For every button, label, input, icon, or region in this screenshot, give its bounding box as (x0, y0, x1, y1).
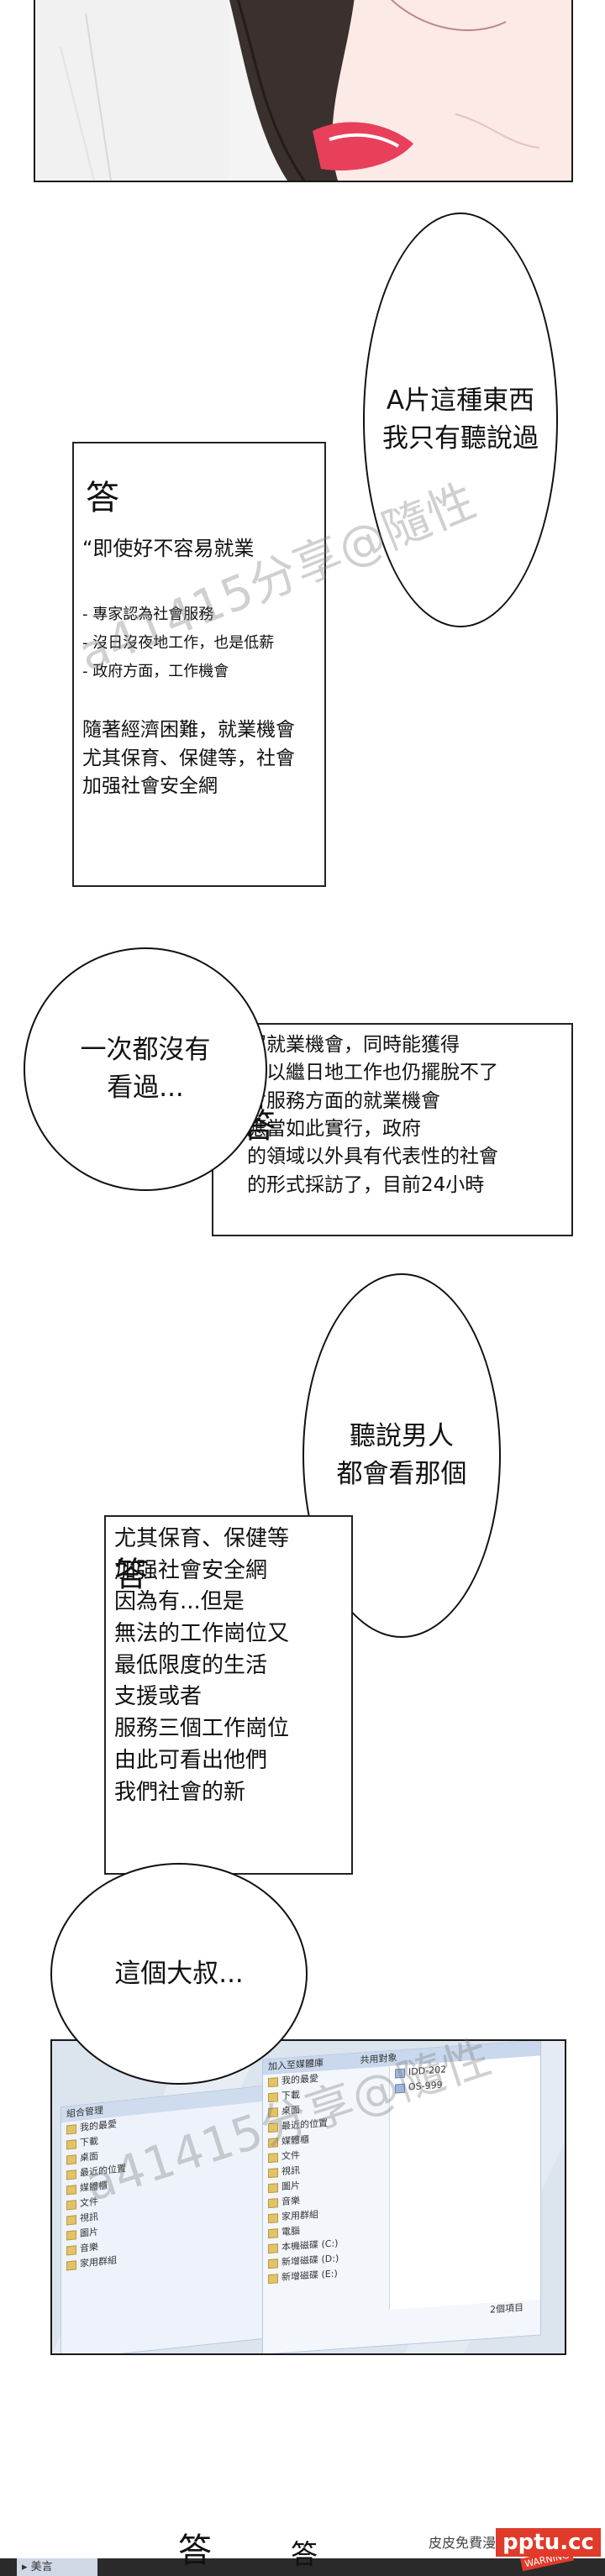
bubble-line: A片這種東西 (386, 386, 535, 417)
bubble-line: 看過... (107, 1073, 184, 1103)
folder-icon (66, 2169, 76, 2180)
site-watermark: pptu.cc (496, 2528, 601, 2557)
clip-line: 無法的工作崗位又 (114, 1621, 290, 1647)
computer-screen-panel: 組合管理 我的最愛 下載 桌面 最近的位置 媒體櫃 文件 視訊 圖片 音樂 家用… (50, 2039, 566, 2355)
clip-para-line: 尤其保育、保健等，社會 (82, 747, 295, 769)
clip-line: 夜以繼日地工作也仍擺脫不了 (247, 1062, 498, 1084)
bubble-line: 聽說男人 (350, 1421, 454, 1452)
window-title: 加入至媒體庫 (268, 2057, 324, 2073)
clip-line: 因為有...但是 (114, 1589, 245, 1615)
folder-icon (268, 2182, 278, 2193)
drive-icon (268, 2273, 278, 2284)
face-panel (34, 0, 573, 182)
answer-mark: 答 (114, 1556, 148, 1594)
clip-line: 照就業機會，同時能獲得 (247, 1034, 460, 1056)
clip-item: - 沒日沒夜地工作，也是低薪 (82, 633, 275, 652)
folder-icon (268, 2167, 278, 2178)
clip-line: 支援或者 (114, 1684, 203, 1710)
folder-icon (66, 2154, 76, 2165)
bubble-line: 一次都沒有 (80, 1035, 211, 1066)
folder-icon (66, 2184, 76, 2196)
clip-line: 我們社會的新 (114, 1779, 246, 1805)
folder-icon (268, 2212, 278, 2223)
clip-line: 的形式採訪了，目前24小時 (247, 1173, 485, 1196)
small-watermark: 皮皮免費漫 (429, 2535, 497, 2551)
folder-icon (66, 2244, 76, 2256)
speech-bubble-a-pian: A片這種東西 我只有聽說過 (363, 212, 558, 627)
clip-line: 最低限度的生活 (114, 1652, 268, 1678)
answer-mark: 答 (86, 479, 119, 517)
clip-item: - 政府方面，工作機會 (82, 663, 229, 681)
newspaper-clip-1: 答 “即使好不容易就業 - 專家認為社會服務 - 沒日沒夜地工作，也是低薪 - … (72, 442, 326, 887)
bubble-line: 我只有聽說過 (382, 423, 539, 454)
bubble-line: 都會看那個 (336, 1459, 467, 1489)
folder-icon (66, 2214, 76, 2226)
folder-icon (66, 2138, 76, 2150)
clip-para-line: 隨著經濟困難，就業機會 (82, 719, 295, 742)
clip-line: 的領域以外具有代表性的社會 (247, 1146, 498, 1168)
clip-item: - 專家認為社會服務 (82, 605, 214, 623)
clip-line: 應當如此實行，政府 (247, 1118, 421, 1141)
folder-icon (66, 2123, 76, 2135)
next-panel-edge (0, 2558, 605, 2576)
folder-icon (66, 2199, 76, 2211)
answer-mark: 答 (178, 2531, 212, 2570)
bottom-strip: ▸ 美言 答 答 皮皮免費漫 WARNING pptu.cc (0, 2528, 605, 2576)
computer-icon (268, 2227, 278, 2238)
face-illustration (35, 0, 571, 181)
drive-icon (268, 2258, 278, 2269)
folder-icon (268, 2197, 278, 2208)
clip-line: 服務三個工作崗位 (114, 1716, 290, 1742)
folder-icon (66, 2229, 76, 2241)
tab-label: ▸ 美言 (17, 2558, 97, 2576)
bubble-line: 這個大叔... (114, 1958, 244, 1989)
clip-line: 會服務方面的就業機會 (247, 1089, 440, 1112)
speech-bubble-uncle: 這個大叔... (50, 1863, 308, 2085)
newspaper-clip-3: 答 尤其保育、保健等 加强社會安全網 因為有...但是 無法的工作崗位又 最低限… (104, 1515, 353, 1875)
arrow-icon: ▸ (22, 2561, 31, 2573)
drive-icon (268, 2243, 278, 2253)
clip-line: 尤其保育、保健等 (114, 1526, 290, 1551)
speech-bubble-never-seen: 一次都沒有 看過... (24, 947, 267, 1191)
clip-lead: “即使好不容易就業 (82, 537, 255, 560)
newspaper-clip-2: 答 照就業機會，同時能獲得 夜以繼日地工作也仍擺脫不了 會服務方面的就業機會 應… (212, 1023, 573, 1236)
clip-line: 加强社會安全網 (114, 1557, 268, 1583)
clip-line: 由此可看出他們 (114, 1747, 268, 1773)
folder-icon (66, 2259, 76, 2271)
answer-mark: 答 (291, 2538, 318, 2570)
clip-para-line: 加强社會安全網 (82, 775, 218, 798)
